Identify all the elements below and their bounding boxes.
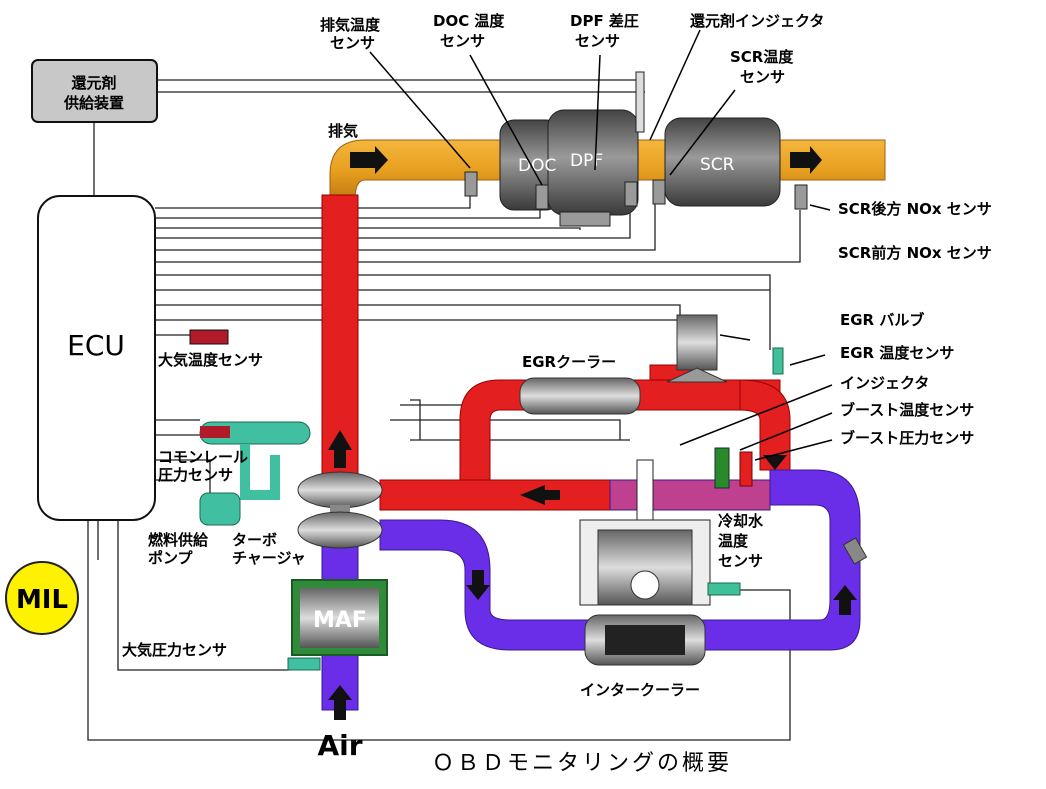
- reductant-injector-label: 還元剤インジェクタ: [690, 12, 824, 30]
- air-column: MAF Air: [291, 539, 388, 762]
- common-rail-label-1: コモンレール: [158, 448, 248, 466]
- doc-temp-label-2: センサ: [440, 32, 485, 50]
- exhaust-temp-label-2: センサ: [330, 34, 375, 52]
- reductant-injector-icon: [624, 181, 638, 207]
- exhaust-label: 排気: [328, 122, 358, 140]
- reductant-supply-box: 還元剤 供給装置: [31, 59, 158, 123]
- fuel-pump-label-2: ポンプ: [148, 549, 194, 567]
- egr-valve-label: EGR バルブ: [840, 311, 924, 329]
- engine: [579, 459, 741, 606]
- ecu-box: ECU: [37, 195, 156, 521]
- ecu-label: ECU: [67, 329, 125, 362]
- mil-lamp: MIL: [5, 561, 79, 635]
- scr-label: SCR: [700, 155, 735, 175]
- doc-label: DOC: [518, 156, 556, 176]
- dpf-dp-sensor-icon: [559, 211, 611, 227]
- exhaust-temp-label-1: 排気温度: [320, 16, 381, 34]
- exhaust-sensors: [464, 71, 808, 227]
- air-label: Air: [317, 729, 362, 762]
- dpf-label: DPF: [570, 151, 603, 171]
- boost-sensors: [714, 447, 868, 565]
- egr-valve: [666, 314, 784, 383]
- common-rail-label-2: 圧力センサ: [158, 466, 233, 484]
- fuel-pump-label-1: 燃料供給: [148, 531, 209, 549]
- ambient-temp-label: 大気温度センサ: [158, 351, 263, 369]
- coolant-temp-label-1: 冷却水: [718, 512, 764, 530]
- scr-rear-nox-sensor-icon: [794, 184, 808, 210]
- coolant-temp-label-2: 温度: [718, 532, 749, 550]
- intercooler-label: インタークーラー: [580, 681, 700, 699]
- injector-label: インジェクタ: [840, 374, 929, 392]
- reductant-supply-label-1: 還元剤: [71, 74, 116, 92]
- mil-label: MIL: [16, 585, 68, 615]
- red-column: [321, 194, 359, 486]
- reductant-supply-label-2: 供給装置: [63, 94, 124, 112]
- egr-temp-label: EGR 温度センサ: [840, 344, 954, 362]
- maf-label: MAF: [313, 608, 367, 633]
- scr-temp-label-1: SCR温度: [730, 48, 794, 66]
- fuel-pump: [199, 492, 241, 526]
- intercooler: [584, 614, 706, 666]
- ambient-temp-sensor-icon: [189, 329, 229, 345]
- labels: 排気温度 センサ DOC 温度 センサ DPF 差圧 センサ 還元剤インジェクタ…: [122, 12, 992, 776]
- ambient-pressure-sensor-icon: [287, 657, 321, 671]
- scr-rear-nox-label: SCR後方 NOx センサ: [838, 200, 992, 218]
- turbo-label-1: ターボ: [232, 531, 277, 549]
- scr-front-nox-label: SCR前方 NOx センサ: [838, 244, 992, 262]
- egr-cooler: EGRクーラー: [519, 353, 641, 415]
- doc-temp-sensor-icon: [535, 184, 549, 210]
- dpf-dp-label-2: センサ: [575, 32, 620, 50]
- coolant-temp-label-3: センサ: [718, 552, 763, 570]
- boost-pressure-label: ブースト圧力センサ: [840, 429, 974, 447]
- injector-line-icon: [635, 71, 645, 133]
- scr-temp-sensor-icon: [652, 179, 666, 205]
- aftertreatment: DOC DPF SCR: [499, 109, 781, 216]
- exhaust-temp-sensor-icon: [464, 171, 478, 197]
- common-rail: [199, 421, 311, 500]
- turbo-label-2: チャージャ: [232, 549, 306, 567]
- scr-temp-label-2: センサ: [740, 68, 785, 86]
- dpf-dp-label-1: DPF 差圧: [570, 12, 639, 30]
- doc-temp-label-1: DOC 温度: [433, 12, 505, 30]
- ambient-pressure-label: 大気圧力センサ: [122, 641, 227, 659]
- egr-cooler-label: EGRクーラー: [522, 353, 616, 371]
- diagram-caption: ＯＢＤモニタリングの概要: [432, 751, 732, 776]
- leader-lines: [369, 29, 833, 461]
- boost-temp-label: ブースト温度センサ: [840, 401, 974, 419]
- turbocharger: [297, 471, 383, 549]
